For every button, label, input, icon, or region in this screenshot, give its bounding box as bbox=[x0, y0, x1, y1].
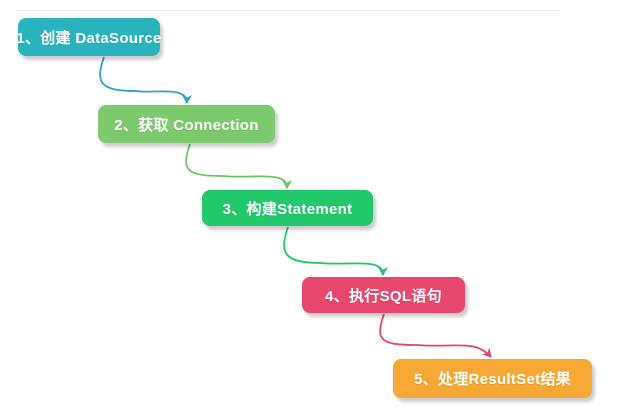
step-box-build-statement: 3、构建Statement bbox=[202, 190, 373, 226]
step-box-get-connection: 2、获取 Connection bbox=[98, 105, 275, 143]
arrow-step1-to-step2 bbox=[99, 56, 192, 104]
arrow-step2-to-step3 bbox=[185, 143, 292, 189]
step-label: 5、处理ResultSet结果 bbox=[413, 371, 572, 388]
step-label: 1、创建 DataSource bbox=[16, 29, 162, 47]
arrow-step4-to-step5 bbox=[379, 313, 492, 358]
step-label: 2、获取 Connection bbox=[114, 116, 259, 134]
step-box-create-datasource: 1、创建 DataSource bbox=[16, 18, 162, 56]
step-box-handle-resultset: 5、处理ResultSet结果 bbox=[393, 359, 592, 398]
arrow-step3-to-step4 bbox=[283, 226, 388, 276]
step-label: 3、构建Statement bbox=[222, 200, 353, 218]
step-box-execute-sql: 4、执行SQL语句 bbox=[302, 277, 465, 313]
step-label: 4、执行SQL语句 bbox=[325, 287, 442, 305]
top-divider-line bbox=[15, 10, 560, 11]
